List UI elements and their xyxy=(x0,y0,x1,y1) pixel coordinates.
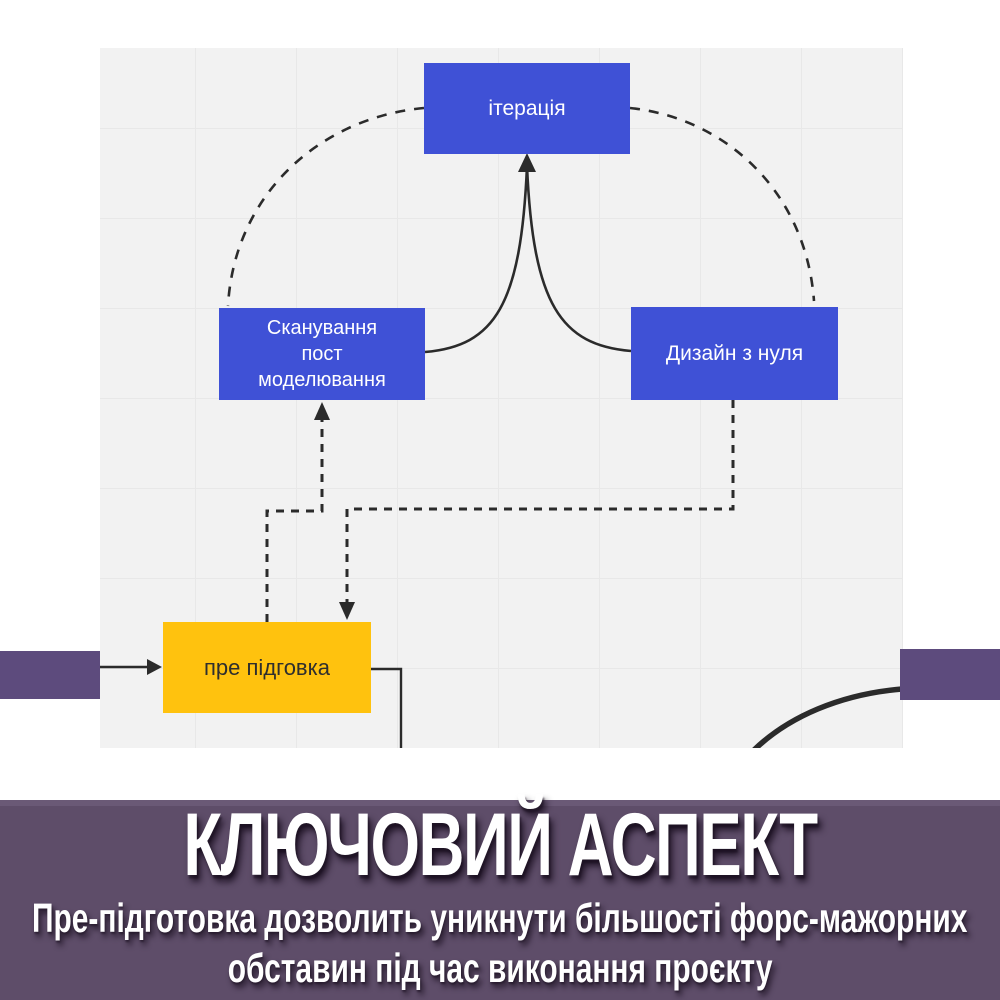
node-iteration[interactable]: ітерація xyxy=(424,63,630,154)
bottom-banner xyxy=(0,800,1000,1000)
banner-subtitle-line1: Пре-підготовка дозволить уникнути більшо… xyxy=(32,895,968,941)
node-scan-label: Сканування пост моделювання xyxy=(258,317,386,391)
node-scan-post-modeling[interactable]: Сканування пост моделювання xyxy=(219,308,425,400)
node-design-label: Дизайн з нуля xyxy=(665,342,804,365)
left-purple-bar xyxy=(0,651,100,699)
node-design-from-scratch[interactable]: Дизайн з нуля xyxy=(631,307,838,400)
banner-title: КЛЮЧОВИЙ АСПЕКТ xyxy=(183,794,818,895)
banner-subtitle-line2: обставин під час виконання проєкту xyxy=(227,945,773,991)
node-prep-label: пре підговка xyxy=(204,654,330,680)
banner-subtitle: Пре-підготовка дозволить уникнути більшо… xyxy=(0,893,1000,993)
node-pre-preparation[interactable]: пре підговка xyxy=(163,622,371,713)
node-iteration-label: ітерація xyxy=(488,97,566,120)
right-purple-bar xyxy=(900,649,1000,700)
